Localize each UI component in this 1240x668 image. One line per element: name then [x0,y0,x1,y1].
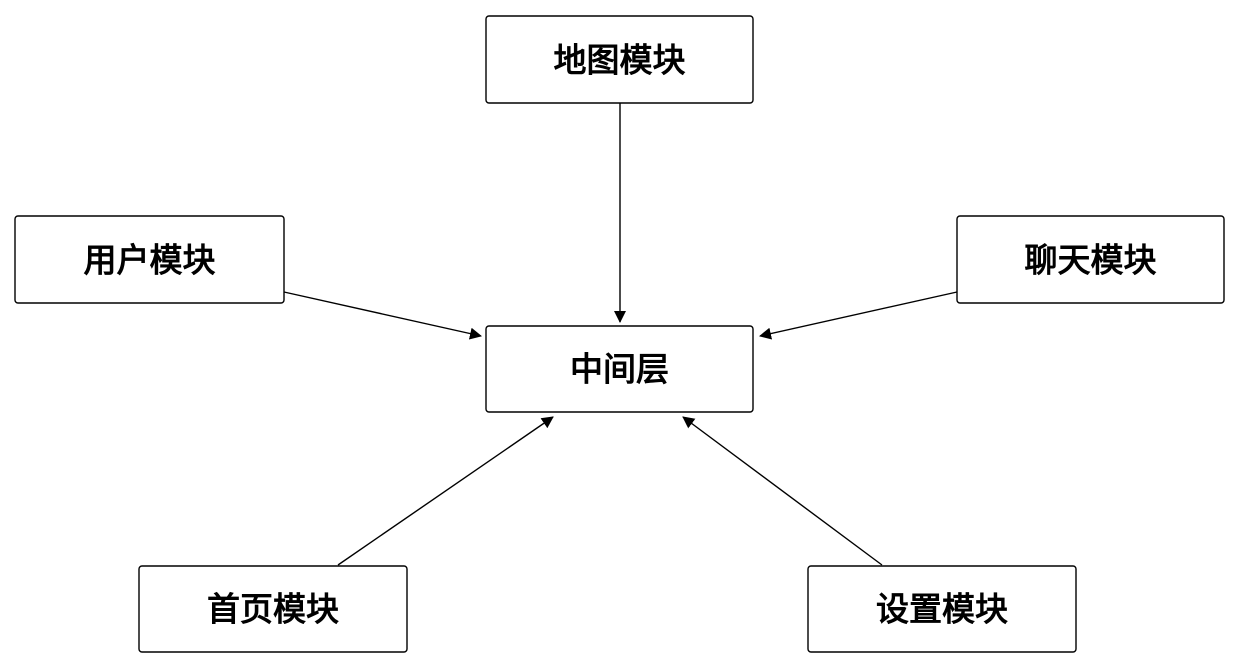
node-middle-layer: 中间层 [485,325,754,413]
node-home-label: 首页模块 [207,590,339,629]
node-settings-label: 设置模块 [876,590,1008,629]
edge-home-to-middle [337,416,554,566]
node-home-module: 首页模块 [138,565,408,653]
node-chat-label: 聊天模块 [1025,241,1157,280]
node-user-label: 用户模块 [84,241,216,280]
edge-user-to-middle [283,291,482,340]
node-map-module: 地图模块 [485,15,754,104]
edge-settings-to-middle [682,416,883,566]
node-settings-module: 设置模块 [807,565,1077,653]
node-user-module: 用户模块 [14,215,285,304]
node-map-label: 地图模块 [554,41,686,80]
edge-chat-to-middle [759,291,958,340]
node-chat-module: 聊天模块 [956,215,1225,304]
node-middle-label: 中间层 [570,350,669,389]
